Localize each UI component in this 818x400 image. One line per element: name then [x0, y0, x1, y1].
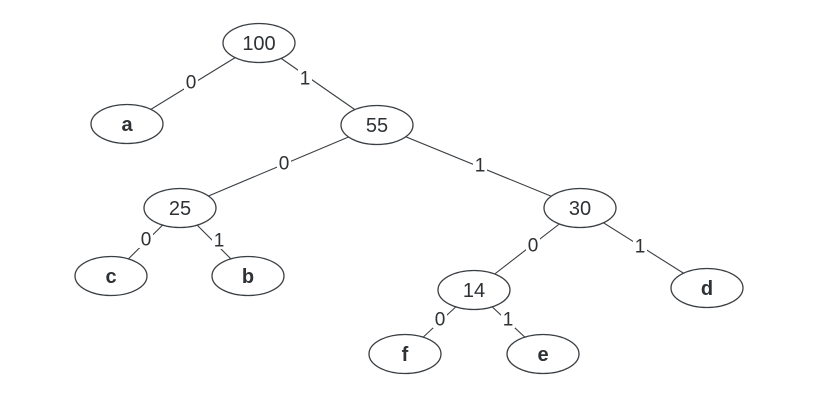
tree-node-ellipse-c: [74, 255, 148, 297]
tree-node-label-d: d: [701, 278, 713, 300]
tree-edge-label-bg-100-a: [184, 73, 198, 91]
tree-node-label-14: 14: [463, 280, 485, 302]
tree-node-ellipse-25: [143, 187, 217, 229]
tree-node-ellipse-55: [340, 104, 414, 146]
tree-edge-label-bg-30-14: [526, 236, 540, 254]
tree-edge-label-55-25: 0: [279, 154, 290, 175]
tree-edge-labels-layer: 0 1 0 1 0 1 0 1 0 1: [139, 69, 647, 331]
tree-node-ellipse-14: [437, 269, 511, 311]
tree-edge-label-bg-14-e: [501, 310, 515, 328]
tree-edge-label-bg-14-f: [433, 310, 447, 328]
tree-edge-label-14-e: 1: [503, 310, 514, 331]
tree-edge-label-bg-55-25: [277, 154, 291, 172]
tree-edge-label-bg-100-55: [298, 69, 312, 87]
tree-edge-label-bg-25-c: [139, 230, 153, 248]
tree-node-ellipse-d: [670, 267, 744, 309]
tree-edge-label-bg-55-30: [473, 156, 487, 174]
tree-node-ellipse-a: [90, 103, 164, 145]
tree-edge-label-bg-25-b: [212, 231, 226, 249]
tree-edge-label-100-a: 0: [186, 73, 197, 94]
tree-node-ellipse-e: [506, 333, 580, 375]
tree-node-label-a: a: [121, 114, 133, 136]
tree-node-ellipse-30: [543, 187, 617, 229]
tree-node-ellipse-100: [222, 22, 296, 64]
tree-node-label-55: 55: [366, 115, 388, 137]
tree-node-label-30: 30: [569, 198, 591, 220]
tree-edge-label-14-f: 0: [435, 310, 446, 331]
tree-node-label-100: 100: [242, 33, 275, 55]
tree-node-label-b: b: [242, 266, 254, 288]
tree-node-ellipse-f: [368, 333, 442, 375]
tree-edge-label-bg-30-d: [633, 237, 647, 255]
tree-edge-label-25-b: 1: [214, 231, 225, 252]
tree-edge-label-30-d: 1: [635, 237, 646, 258]
tree-node-label-f: f: [402, 344, 409, 366]
tree-edge-label-100-55: 1: [300, 69, 311, 90]
tree-node-ellipse-b: [211, 255, 285, 297]
tree-edge-label-55-30: 1: [475, 156, 486, 177]
tree-node-label-c: c: [105, 266, 116, 288]
tree-node-label-e: e: [537, 344, 548, 366]
tree-edge-label-25-c: 0: [141, 230, 152, 251]
tree-node-label-25: 25: [169, 198, 191, 220]
tree-edge-label-30-14: 0: [528, 236, 539, 257]
